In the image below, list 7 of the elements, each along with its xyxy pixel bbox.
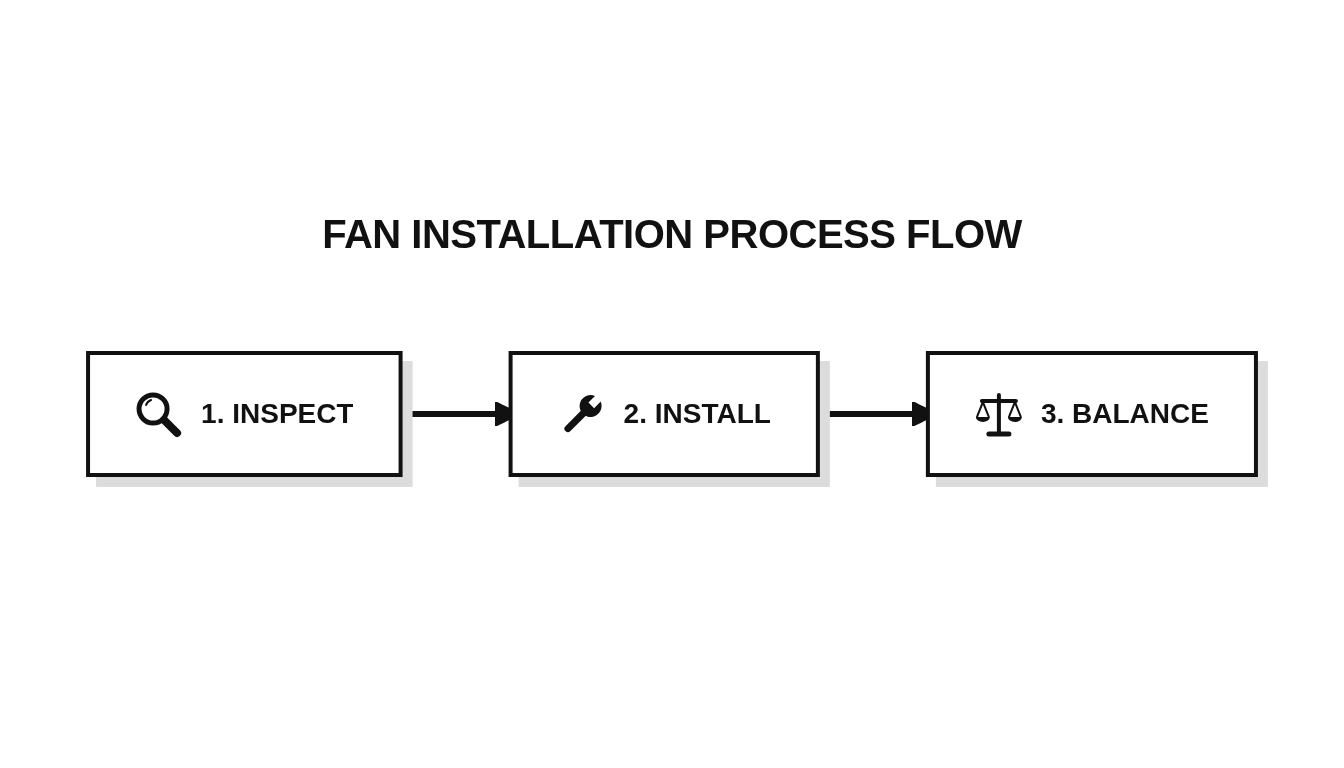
process-box (508, 351, 820, 477)
process-box (86, 351, 403, 477)
step-label: 2. INSTALL (623, 398, 771, 429)
step-label: 3. BALANCE (1040, 398, 1209, 429)
process-box (925, 351, 1258, 477)
diagram-title: FAN INSTALLATION PROCESS FLOW (322, 212, 1022, 256)
step-label: 1. INSPECT (201, 398, 354, 429)
